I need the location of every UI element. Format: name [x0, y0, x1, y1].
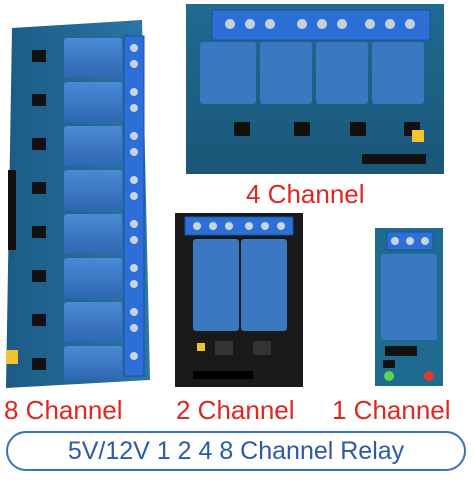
- four-channel-label: 4 Channel: [246, 179, 365, 209]
- two-channel-relay-board-image: [175, 213, 303, 387]
- one-channel-label: 1 Channel: [332, 395, 451, 425]
- one-channel-relay-board-image: [375, 228, 443, 386]
- two-channel-label: 2 Channel: [176, 395, 295, 425]
- banner-text: 5V/12V 1 2 4 8 Channel Relay: [67, 436, 405, 465]
- four-channel-relay-board-image: [186, 4, 444, 174]
- product-banner: 5V/12V 1 2 4 8 Channel Relay: [6, 431, 466, 471]
- eight-channel-relay-board-image: [6, 20, 150, 388]
- eight-channel-label: 8 Channel: [4, 395, 123, 425]
